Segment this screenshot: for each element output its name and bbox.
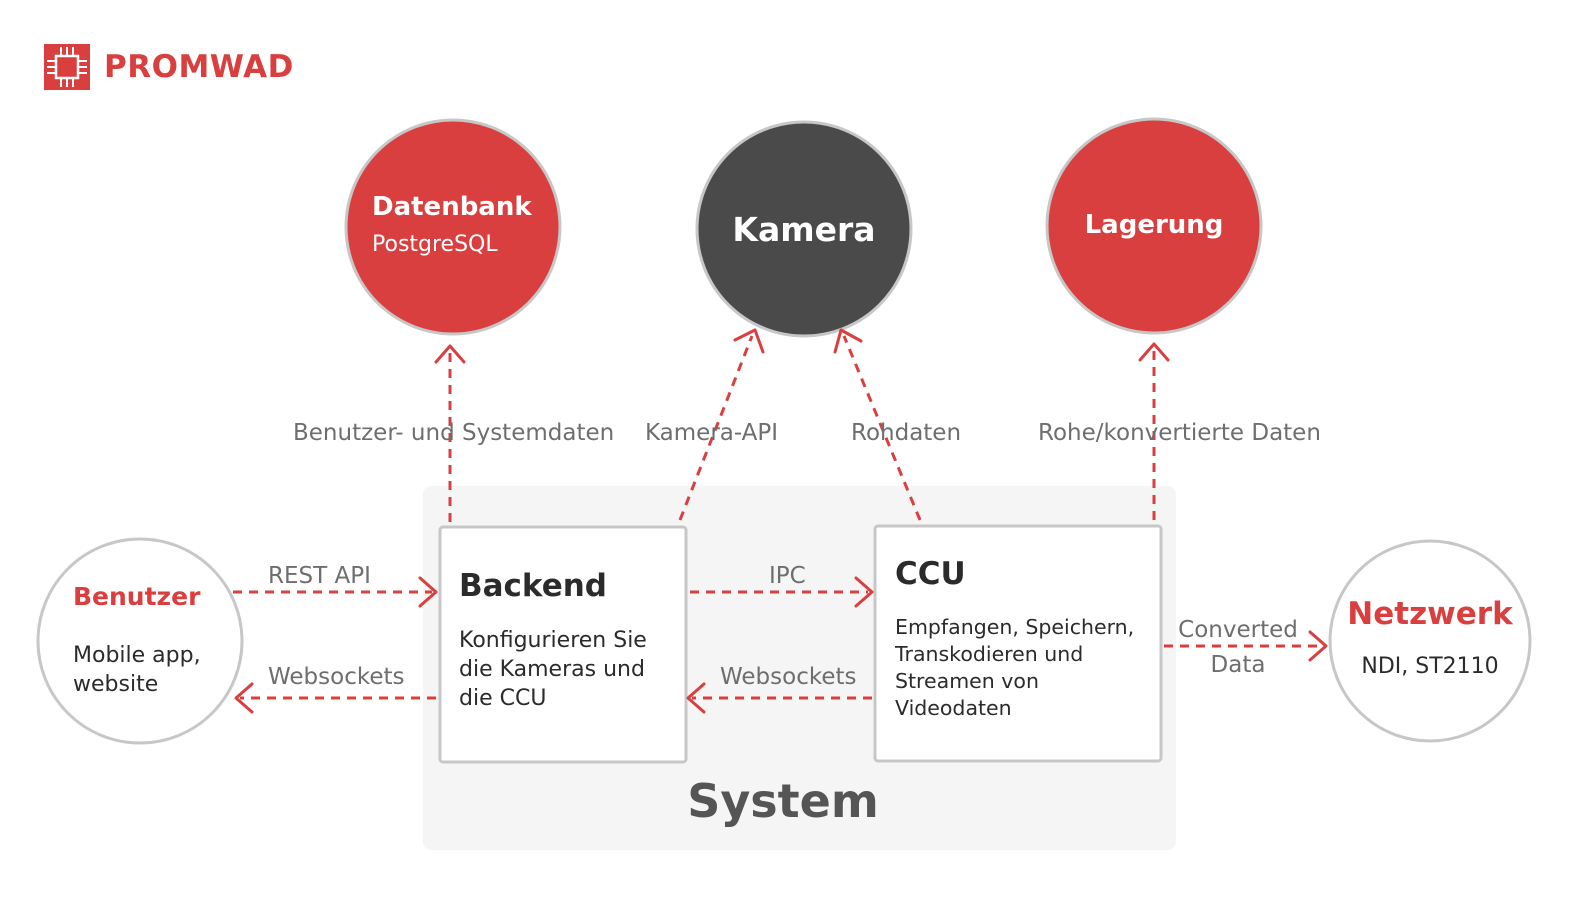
benutzer-title: Benutzer xyxy=(73,582,201,611)
arrowhead-to-netzwerk xyxy=(1308,630,1328,662)
benutzer-desc-line1: Mobile app, xyxy=(73,643,201,668)
arrow-ccu-to-kamera xyxy=(842,335,922,521)
backend-desc-line3: die CCU xyxy=(459,686,547,711)
netzwerk-title: Netzwerk xyxy=(1347,596,1513,632)
backend-desc-line2: die Kameras und xyxy=(459,657,645,682)
kamera-title: Kamera xyxy=(732,210,876,249)
backend-desc: Konfigurieren Sie die Kameras und die CC… xyxy=(459,626,647,713)
arrow-backend-to-kamera xyxy=(678,335,754,521)
arrowhead-kamera-left xyxy=(733,328,765,354)
netzwerk-desc: NDI, ST2110 xyxy=(1361,654,1499,679)
kamera-label: Kamera xyxy=(697,210,911,249)
arrowhead-to-benutzer xyxy=(234,682,254,714)
kamera-node xyxy=(695,120,913,338)
benutzer-desc: Mobile app, website xyxy=(73,641,201,699)
label-backend-to-benutzer: Websockets xyxy=(268,664,405,690)
chip-logo-icon xyxy=(44,44,90,90)
label-ccu-to-netzwerk-line1: Converted xyxy=(1178,617,1298,643)
promwad-logo: PROMWAD xyxy=(44,44,294,90)
benutzer-node xyxy=(36,537,244,745)
label-ccu-to-lagerung: Rohe/konvertierte Daten xyxy=(1038,420,1321,446)
arrowhead-kamera-right xyxy=(833,328,863,354)
backend-label: Backend Konfigurieren Sie die Kameras un… xyxy=(459,568,647,713)
datenbank-label: Datenbank PostgreSQL xyxy=(372,192,532,257)
lagerung-title: Lagerung xyxy=(1084,210,1224,240)
datenbank-node xyxy=(344,118,562,336)
arrowhead-to-ccu xyxy=(854,576,874,608)
ccu-desc-line2: Transkodieren und xyxy=(895,642,1084,666)
ccu-desc-line4: Videodaten xyxy=(895,696,1012,720)
backend-box xyxy=(438,525,688,764)
ccu-box xyxy=(873,524,1163,763)
arrowhead-to-backend-ws xyxy=(686,682,706,714)
backend-desc-line1: Konfigurieren Sie xyxy=(459,628,647,653)
arrowhead-datenbank xyxy=(434,344,466,364)
label-benutzer-to-backend: REST API xyxy=(268,563,371,589)
label-ccu-to-backend: Websockets xyxy=(720,664,857,690)
label-ccu-to-kamera: Rohdaten xyxy=(851,420,962,446)
ccu-desc-line3: Streamen von xyxy=(895,669,1039,693)
netzwerk-node xyxy=(1328,539,1532,743)
lagerung-label: Lagerung xyxy=(1047,210,1261,240)
label-backend-to-ccu: IPC xyxy=(769,563,806,589)
lagerung-node xyxy=(1045,117,1263,335)
ccu-label: CCU Empfangen, Speichern, Transkodieren … xyxy=(895,556,1134,722)
ccu-title: CCU xyxy=(895,556,966,592)
arrowhead-lagerung xyxy=(1138,342,1170,362)
arrowhead-to-backend-rest xyxy=(418,576,438,608)
label-backend-to-kamera: Kamera-API xyxy=(645,420,779,446)
backend-title: Backend xyxy=(459,568,607,604)
benutzer-label: Benutzer Mobile app, website xyxy=(73,582,201,699)
system-label: System xyxy=(687,774,879,828)
benutzer-desc-line2: website xyxy=(73,672,159,697)
ccu-desc: Empfangen, Speichern, Transkodieren und … xyxy=(895,614,1134,722)
datenbank-subtitle: PostgreSQL xyxy=(372,232,498,257)
netzwerk-label: Netzwerk NDI, ST2110 xyxy=(1330,596,1530,679)
ccu-desc-line1: Empfangen, Speichern, xyxy=(895,615,1135,639)
brand-name: PROMWAD xyxy=(104,49,294,85)
label-ccu-to-netzwerk: Converted Data xyxy=(1172,613,1304,683)
label-backend-to-datenbank: Benutzer- und Systemdaten xyxy=(293,420,615,446)
label-ccu-to-netzwerk-line2: Data xyxy=(1210,652,1266,678)
datenbank-title: Datenbank xyxy=(372,192,532,222)
